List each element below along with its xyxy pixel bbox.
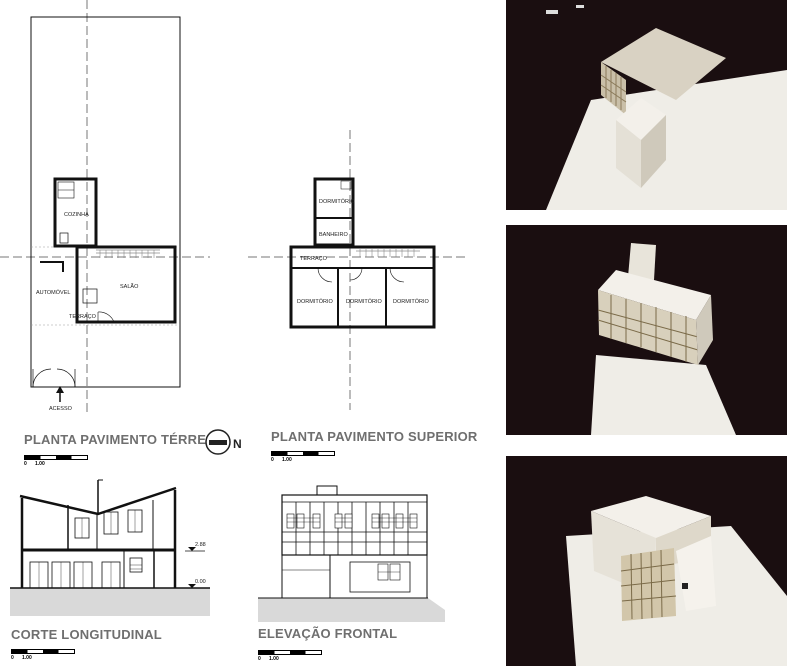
scale-zero: 0 (11, 655, 14, 661)
scale-zero: 0 (271, 457, 274, 463)
scale-bar-section: 0 1.00 (11, 649, 81, 663)
label-bed-left: DORMITÓRIO (297, 298, 333, 305)
label-terrace: TERRAÇO (69, 314, 97, 320)
north-arrow-icon: N (205, 429, 242, 455)
model-photo-3 (506, 456, 787, 666)
scale-unit: 1.00 (282, 457, 292, 463)
ground-floor-plan: COZINHA AUTOMÓVEL SALÃO TERRAÇO ACESSO (0, 0, 210, 415)
label-kitchen: COZINHA (64, 212, 89, 218)
level-ground: 0.00 (195, 579, 206, 585)
label-bath: BANHEIRO (319, 232, 348, 238)
front-elevation (258, 485, 445, 622)
label-living: SALÃO (120, 283, 139, 290)
scale-unit: 1.00 (269, 656, 279, 662)
scale-zero: 0 (258, 656, 261, 662)
scale-zero: 0 (24, 461, 27, 467)
upper-floor-plan: DORMITÓRIO BANHEIRO TERRAÇO DORMITÓRIO D… (248, 130, 465, 410)
elevation-title: ELEVAÇÃO FRONTAL (258, 626, 398, 641)
model-photo-2 (506, 225, 787, 435)
model-photo-1 (506, 0, 787, 210)
scale-bar-elevation: 0 1.00 (258, 650, 328, 664)
label-car: AUTOMÓVEL (36, 289, 70, 296)
label-bed-top: DORMITÓRIO (319, 198, 355, 205)
label-bed-right: DORMITÓRIO (393, 298, 429, 305)
ground-plan-title: PLANTA PAVIMENTO TÉRREO (24, 432, 217, 447)
label-bed-mid: DORMITÓRIO (346, 298, 382, 305)
level-upper: 2.88 (195, 542, 206, 548)
scale-bar-ground: 0 1.00 (24, 455, 94, 469)
label-upper-terrace: TERRAÇO (300, 256, 328, 262)
upper-plan-title: PLANTA PAVIMENTO SUPERIOR (271, 429, 478, 444)
section-title: CORTE LONGITUDINAL (11, 627, 162, 642)
north-label: N (233, 437, 242, 451)
label-access: ACESSO (49, 406, 73, 412)
scale-bar-upper: 0 1.00 (271, 451, 341, 465)
longitudinal-section: 2.88 0.00 (10, 479, 210, 616)
scale-unit: 1.00 (35, 461, 45, 467)
scale-unit: 1.00 (22, 655, 32, 661)
